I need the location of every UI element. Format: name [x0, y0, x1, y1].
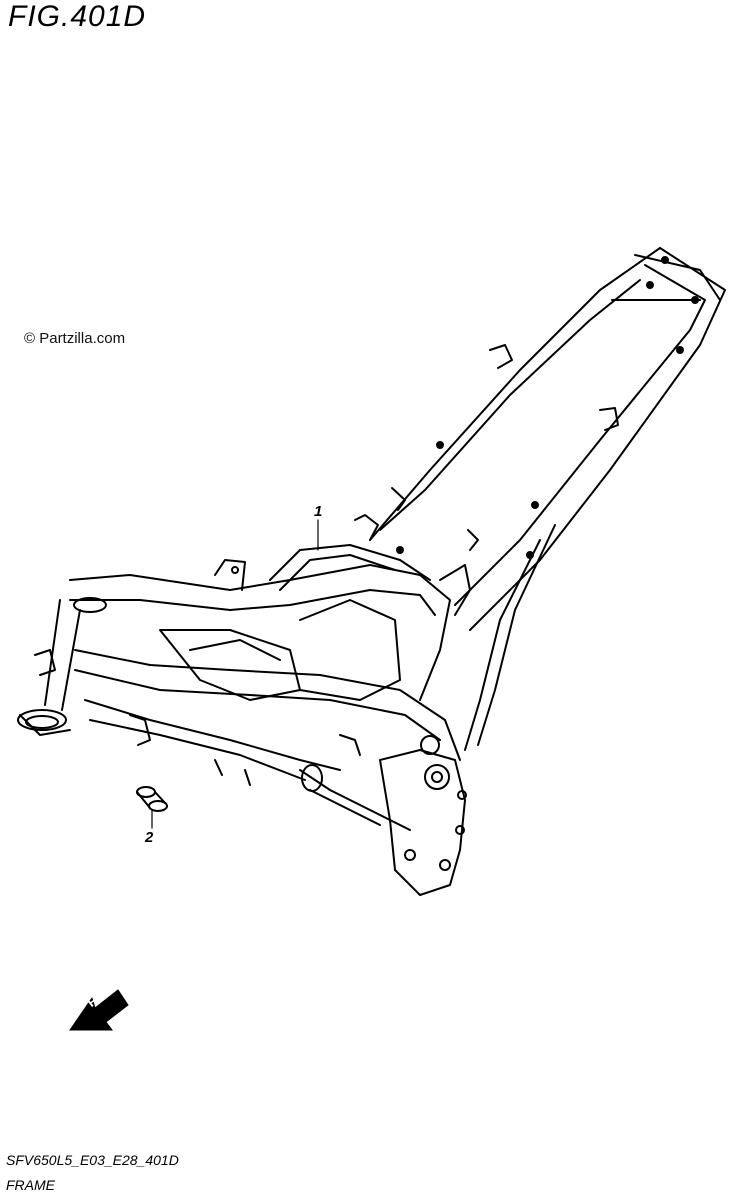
engine-cradle [159, 629, 301, 701]
forward-arrow-icon [69, 989, 129, 1031]
main-spar-lower [74, 649, 461, 761]
mount-tab-3 [439, 564, 471, 616]
top-cross-brace [269, 544, 431, 581]
mount-tab-1 [214, 559, 246, 591]
callout-1: 1 [314, 503, 323, 520]
down-tube [84, 699, 341, 771]
mount-tab-2 [354, 514, 379, 541]
rear-rail-upper [469, 247, 726, 631]
spacer-part [136, 786, 168, 812]
steering-head [44, 599, 81, 711]
rear-loop [634, 254, 721, 301]
lower-frame-tube [299, 769, 411, 831]
rear-rail-inner [454, 264, 706, 606]
pivot-plate [379, 749, 466, 896]
watermark: © Partzilla.com [24, 330, 126, 347]
rear-rail-outer [369, 247, 661, 541]
rear-rail-inner2 [379, 279, 641, 531]
lower-strut [464, 539, 541, 751]
diagram-name: FRAME [6, 1177, 55, 1193]
callout-2: 2 [145, 829, 154, 846]
figure-title: FIG.401D [8, 0, 147, 33]
main-spar-upper [69, 564, 451, 701]
diagram-code: SFV650L5_E03_E28_401D [6, 1152, 179, 1168]
